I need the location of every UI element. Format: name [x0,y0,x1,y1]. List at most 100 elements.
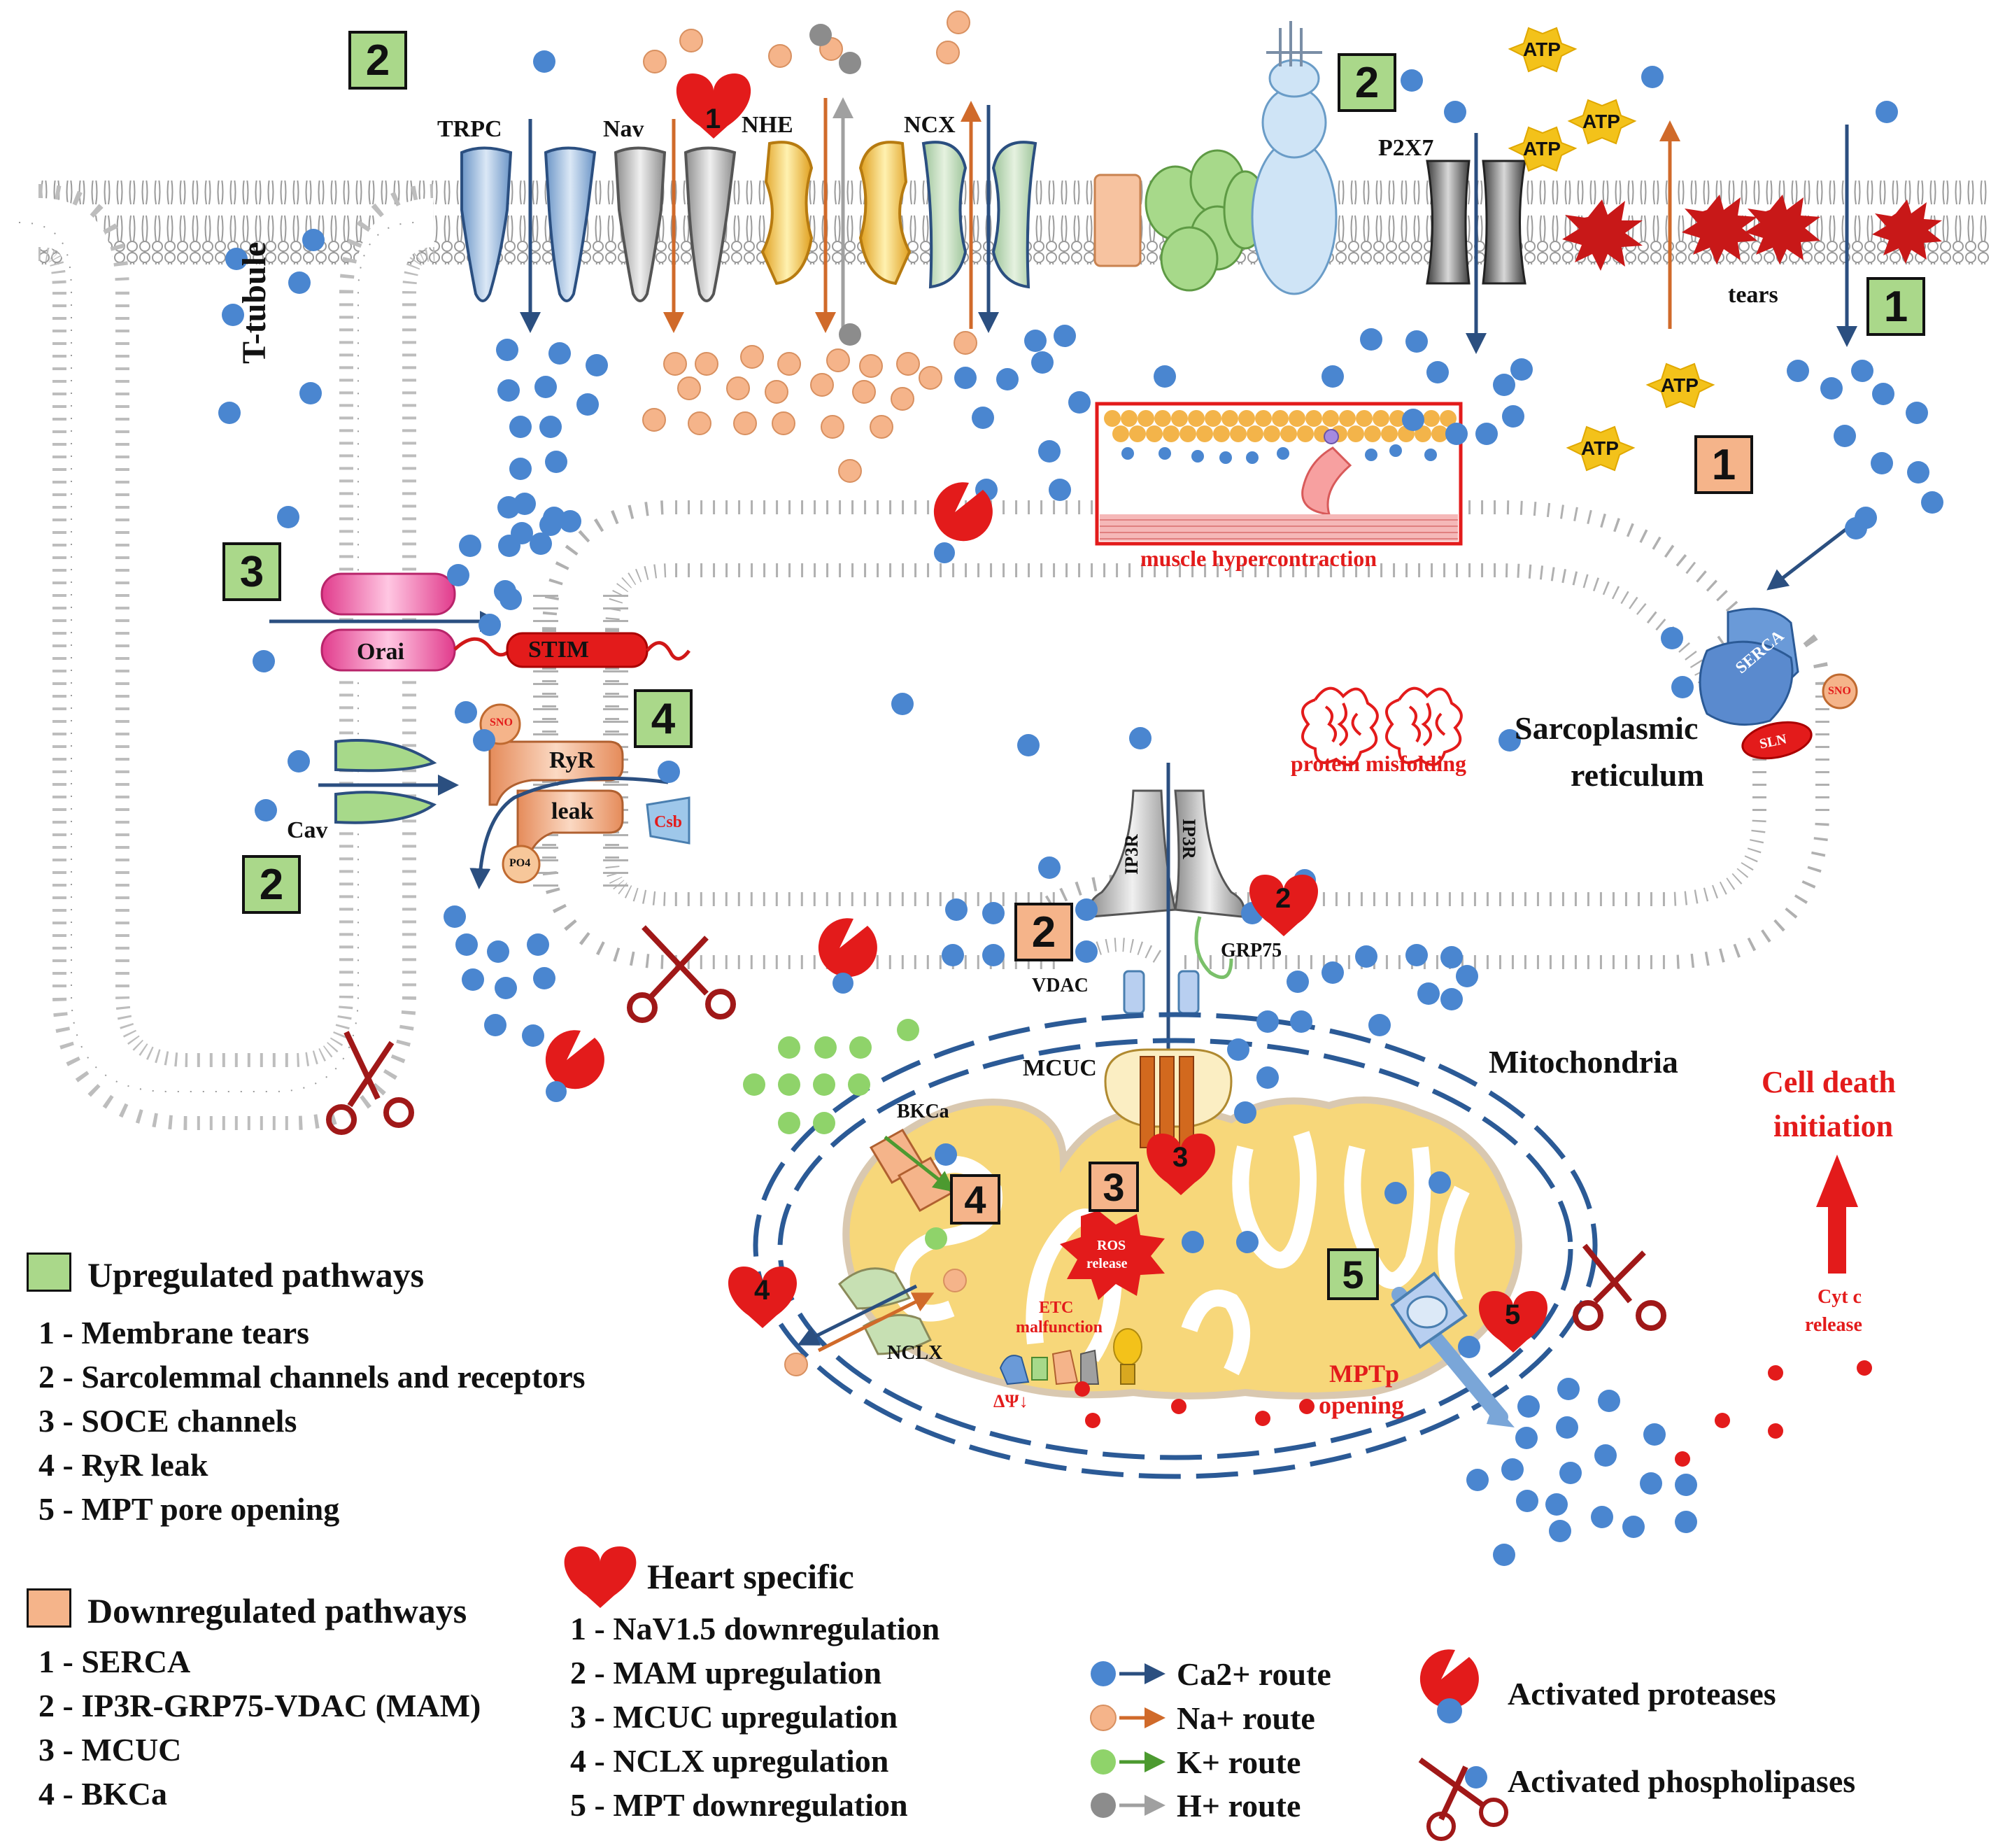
legend-graphics [564,1546,1508,1841]
legend-route-sodium: Na+ route [1177,1700,1315,1736]
heart-markers [676,73,1548,1353]
ip3r-right-label: IP3R [1179,819,1199,859]
protein-misfolding-label: protein misfolding [1291,751,1466,776]
orai-label: Orai [357,639,404,665]
legend-up-item-4: 4 - RyR leak [38,1447,208,1483]
mptp-pore [1390,1271,1515,1427]
heart-num-2: 2 [1275,883,1291,914]
cyt-c-release-label: release [1805,1314,1862,1336]
ros-burst [1060,1211,1165,1300]
heart-num-5: 5 [1505,1299,1521,1330]
bkca-channel [869,1128,955,1213]
mcuc-label: MCUC [1023,1055,1097,1081]
cav-label: Cav [287,817,328,843]
muscle-hypercontraction-label: muscle hypercontraction [1140,546,1377,571]
legend-phospholipases: Activated phospholipases [1508,1763,1856,1799]
etc-complexes [999,1328,1142,1385]
nav-label: Nav [603,116,644,142]
nclx-label: NCLX [887,1342,943,1364]
legend-downregulated-swatch [27,1588,71,1628]
muscle-hypercontraction-box [1095,402,1463,546]
ip3r-channel [1088,763,1245,1169]
tears-label: tears [1728,282,1778,308]
vdac-label: VDAC [1032,975,1089,996]
legend-heart-item-5: 5 - MPT downregulation [570,1787,908,1823]
badge-up-soce: 3 [222,542,281,601]
legend-up-item-2: 2 - Sarcolemmal channels and receptors [38,1359,586,1395]
badge-up-ryr-leak: 4 [634,689,693,748]
membrane-tears [1562,120,1942,347]
ip3r-left-label: IP3R [1121,834,1142,875]
badge-up-sarcolemmal-2: 2 [1338,53,1396,112]
badge-down-mam: 2 [1014,903,1073,961]
orai-stim-complex [269,572,690,672]
legend-heart-item-1: 1 - NaV1.5 downregulation [570,1611,940,1646]
legend-up-item-5: 5 - MPT pore opening [38,1491,340,1527]
badge-up-mptp: 5 [1327,1248,1379,1300]
leak-label: leak [551,798,594,824]
cell-death-arrow [1816,1155,1858,1274]
cyt-c-label: Cyt c [1818,1286,1862,1308]
proton-ions [809,24,861,346]
sarcoplasmic-label: Sarcoplasmic [1515,710,1699,746]
grp75-label: GRP75 [1221,940,1282,961]
badge-up-sarcolemmal-1: 2 [348,31,407,90]
legend-route-proton: H+ route [1177,1788,1301,1824]
atp-label-2: ATP [1582,111,1620,132]
legend-down-item-1: 1 - SERCA [38,1644,191,1679]
mptp-opening-label: opening [1319,1391,1405,1419]
legend-down-item-4: 4 - BKCa [38,1776,167,1812]
trpc-label: TRPC [437,116,502,142]
cell-death-label-2: initiation [1773,1109,1894,1143]
dystrophin-complex [1093,21,1338,295]
stim-label: STIM [528,637,589,663]
heart-num-1: 1 [705,104,721,134]
po4-label: PO4 [509,857,531,869]
etc-malfunction-label: malfunction [1016,1318,1103,1336]
csb-label: Csb [654,813,683,831]
etc-label: ETC [1039,1299,1074,1317]
mitochondria-label: Mitochondria [1489,1044,1678,1080]
legend-proteases: Activated proteases [1508,1676,1776,1712]
badge-down-serca: 1 [1694,435,1753,494]
t-tubule-label: T-tubule [236,241,273,364]
grp75 [1194,916,1233,980]
calcium-ions [218,50,1943,1566]
legend-heart-item-3: 3 - MCUC upregulation [570,1699,898,1735]
ncx-label: NCX [904,112,956,138]
sodium-ions [642,10,977,1376]
t-tubule-membrane [18,184,437,1130]
protein-misfolding [1301,686,1463,766]
cytochrome-c [1075,1360,1872,1467]
heart-num-3: 3 [1172,1142,1189,1173]
atp-molecules [1508,27,1715,472]
p2x7-receptor [1426,133,1526,354]
ncx-exchanger [921,101,1037,333]
nhe-exchanger [760,97,912,333]
legend-route-calcium: Ca2+ route [1177,1656,1331,1692]
ros-release-label: release [1086,1256,1128,1271]
mptp-label: MPTp [1329,1360,1400,1388]
legend-up-item-3: 3 - SOCE channels [38,1403,297,1439]
legend-down-item-2: 2 - IP3R-GRP75-VDAC (MAM) [38,1688,481,1723]
atp-label-1: ATP [1523,38,1561,60]
ryr-sno-label: SNO [490,717,513,728]
vdac-channel [1123,970,1200,1015]
mcuc-complex [1104,1048,1233,1148]
atp-label-4: ATP [1661,374,1699,396]
legend-route-potassium: K+ route [1177,1744,1301,1780]
ryr-label: RyR [549,747,595,773]
atp-label-5: ATP [1581,437,1619,459]
trpc-channel [460,119,597,333]
legend-heart-item-4: 4 - NCLX upregulation [570,1743,889,1779]
atp-label-3: ATP [1523,138,1561,160]
heart-num-4: 4 [754,1275,770,1306]
legend-down-item-3: 3 - MCUC [38,1732,182,1768]
ros-label: ROS [1097,1238,1126,1253]
badge-up-cav: 2 [242,855,301,914]
badge-down-mcuc: 3 [1089,1162,1139,1212]
cav-channel [318,739,459,824]
nclx-exchanger [797,1267,935,1355]
